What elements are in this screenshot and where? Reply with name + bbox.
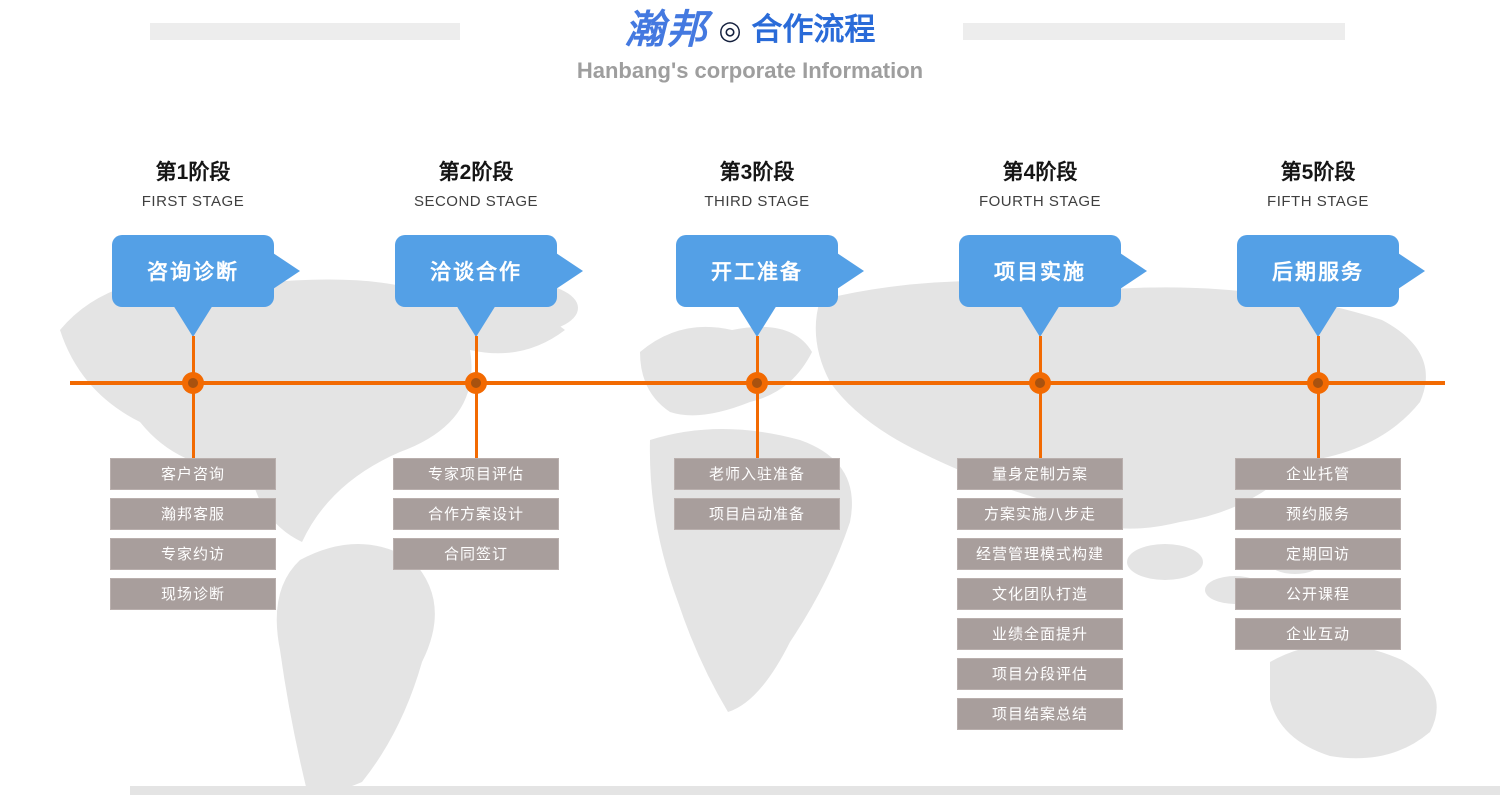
timeline-node-dot [746,372,768,394]
stage-item: 合作方案设计 [393,498,559,530]
stage-bubble: 后期服务 [1237,235,1425,337]
stage-item-list: 老师入驻准备 项目启动准备 [674,458,840,538]
stage-bubble-label: 开工准备 [711,261,803,284]
stage-item: 方案实施八步走 [957,498,1123,530]
stage-bubble-label: 洽谈合作 [430,261,522,284]
stage-item: 定期回访 [1235,538,1401,570]
stage-item: 经营管理模式构建 [957,538,1123,570]
stage-title: 第2阶段 [438,161,514,184]
stage-column-4: 第4阶段 FOURTH STAGE 项目实施 量身定制方案 方案实施八步走 经营… [930,160,1150,780]
timeline-connector [474,336,478,458]
arrow-down-icon [173,305,213,337]
stage-title: 第3阶段 [719,161,795,184]
stage-bubble: 项目实施 [959,235,1147,337]
arrow-down-icon [1020,305,1060,337]
stage-item-list: 量身定制方案 方案实施八步走 经营管理模式构建 文化团队打造 业绩全面提升 项目… [957,458,1123,738]
timeline-connector [1316,336,1320,458]
stage-bubble-label: 项目实施 [994,261,1086,284]
stage-item: 项目结案总结 [957,698,1123,730]
stage-item: 项目分段评估 [957,658,1123,690]
stage-subtitle: FIRST STAGE [141,193,245,210]
stage-item-list: 客户咨询 瀚邦客服 专家约访 现场诊断 [110,458,276,618]
stage-title: 第1阶段 [155,161,231,184]
stage-column-1: 第1阶段 FIRST STAGE 咨询诊断 客户咨询 瀚邦客服 专家约访 现场诊… [83,160,303,780]
timeline-node-dot [182,372,204,394]
page-header: 瀚邦 ◎ 合作流程 Hanbang's corporate Informatio… [0,8,1500,84]
stage-bubble-label: 后期服务 [1272,261,1364,284]
stage-subtitle: THIRD STAGE [704,193,810,210]
stage-item: 老师入驻准备 [674,458,840,490]
page-title: 合作流程 [751,12,876,47]
stage-subtitle: SECOND STAGE [413,193,539,210]
stage-item: 企业互动 [1235,618,1401,650]
brand-logo: 瀚邦 [624,6,709,53]
stage-subtitle: FOURTH STAGE [978,193,1102,210]
arrow-right-icon [556,253,583,289]
stage-title: 第5阶段 [1280,161,1356,184]
stage-column-5: 第5阶段 FIFTH STAGE 后期服务 企业托管 预约服务 定期回访 公开课… [1208,160,1428,780]
logo-mark-icon: ◎ [718,15,742,45]
stage-item-list: 专家项目评估 合作方案设计 合同签订 [393,458,559,578]
stage-bubble: 开工准备 [676,235,864,337]
stage-item: 瀚邦客服 [110,498,276,530]
stage-bubble: 洽谈合作 [395,235,583,337]
timeline-connector [191,336,195,458]
arrow-down-icon [737,305,777,337]
arrow-right-icon [837,253,864,289]
stage-item: 专家约访 [110,538,276,570]
stage-item: 业绩全面提升 [957,618,1123,650]
stage-item: 项目启动准备 [674,498,840,530]
timeline-node-dot [465,372,487,394]
stage-title: 第4阶段 [1002,161,1078,184]
stage-item: 量身定制方案 [957,458,1123,490]
arrow-down-icon [1298,305,1338,337]
stage-item: 预约服务 [1235,498,1401,530]
header-decor-bar-left [150,23,460,40]
stage-item: 专家项目评估 [393,458,559,490]
page-title-row: 瀚邦 ◎ 合作流程 [0,8,1500,52]
stage-item: 客户咨询 [110,458,276,490]
timeline-connector [755,336,759,458]
stage-bubble: 咨询诊断 [112,235,300,337]
stage-item: 公开课程 [1235,578,1401,610]
stage-item: 企业托管 [1235,458,1401,490]
stage-bubble-label: 咨询诊断 [147,261,239,284]
arrow-right-icon [1120,253,1147,289]
arrow-down-icon [456,305,496,337]
stage-subtitle: FIFTH STAGE [1267,193,1369,210]
timeline-connector [1038,336,1042,458]
timeline-node-dot [1307,372,1329,394]
page-subtitle: Hanbang's corporate Information [576,58,924,83]
stage-column-2: 第2阶段 SECOND STAGE 洽谈合作 专家项目评估 合作方案设计 合同签… [366,160,586,780]
stage-item-list: 企业托管 预约服务 定期回访 公开课程 企业互动 [1235,458,1401,658]
stage-item: 合同签订 [393,538,559,570]
stage-column-3: 第3阶段 THIRD STAGE 开工准备 老师入驻准备 项目启动准备 [647,160,867,780]
stage-item: 文化团队打造 [957,578,1123,610]
timeline-node-dot [1029,372,1051,394]
arrow-right-icon [273,253,300,289]
stage-item: 现场诊断 [110,578,276,610]
header-decor-bar-right [963,23,1345,40]
arrow-right-icon [1398,253,1425,289]
